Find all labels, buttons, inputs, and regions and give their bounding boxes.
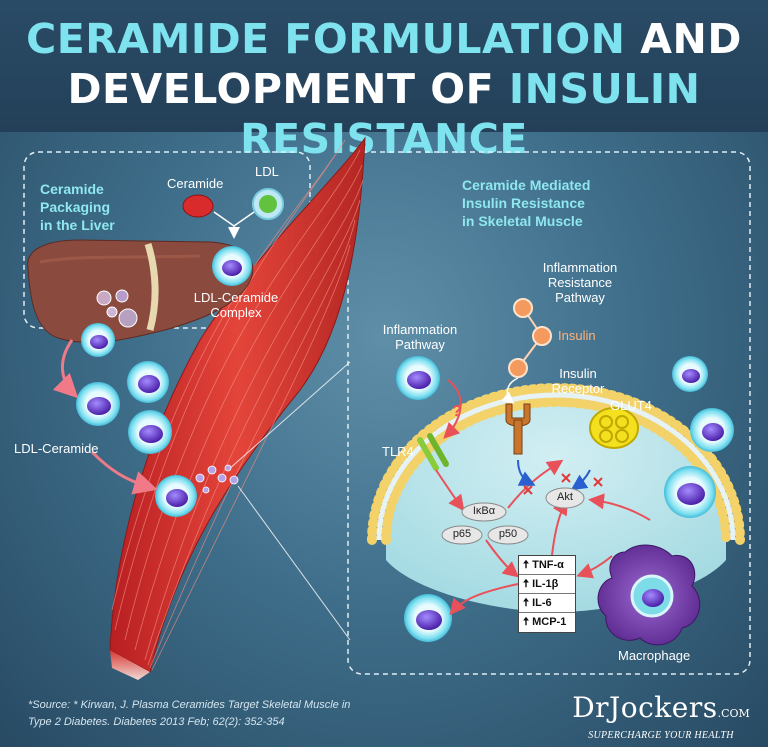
insulin-receptor [505,403,531,455]
insulin-receptor-line1: Insulin [559,366,597,381]
cytokine-il1b: IL-1β [532,578,559,590]
source-line1: *Source: * Kirwan, J. Plasma Ceramides T… [28,699,351,711]
up-arrow-icon: 🠅 [523,559,530,571]
inflammation-pathway-line1: Inflammation [382,322,458,337]
up-arrow-icon: 🠅 [523,616,530,628]
merge-arrow [213,211,255,236]
insulin-to-receptor-arrow [501,377,519,404]
source-line2: Type 2 Diabetes. Diabetes 2013 Feb; 62(2… [28,716,285,728]
small-particles-in-muscle [195,464,239,494]
inflammation-resistance-line3: Pathway [555,290,605,305]
muscle-panel-heading: Ceramide Mediated Insulin Resistance in … [462,176,622,230]
ceramide-molecule [182,194,214,218]
cytokine-row: 🠅 MCP-1 [519,613,575,631]
title-line2-lead: DEVELOPMENT OF [67,65,495,113]
muscle-panel-frame [347,151,751,675]
ikba-node [461,502,507,522]
cytokine-row: 🠅 IL-1β [519,575,575,594]
insulin-chain [508,298,552,378]
inflammation-pathway-cell [396,356,440,400]
glut4-transporter [589,407,639,449]
liver-panel-heading: Ceramide Packaging in the Liver [40,180,140,234]
cytokine-tnf: TNF-α [532,559,564,571]
cytokine-il6: IL-6 [532,597,552,609]
muscle-heading-line2: Insulin Resistance [462,195,585,211]
macrophage-label: Macrophage [618,648,691,663]
inflammation-pathway-label: Inflammation Pathway [372,322,468,352]
title-banner: CERAMIDE FORMULATION AND DEVELOPMENT OF … [0,0,768,163]
ikba-label: IκBα [472,505,496,517]
skeletal-muscle [109,136,366,680]
tlr4-label: TLR4 [382,444,414,459]
brand-name: DrJockers.COM [566,692,756,730]
ldl-ceramide-cells-right [404,356,734,642]
insulin-label: Insulin [558,328,596,343]
inflammation-resistance-line2: Resistance [547,275,613,290]
muscle-heading-line3: in Skeletal Muscle [462,213,583,229]
title-line2-highlight: INSULIN RESISTANCE [240,65,701,163]
zoom-line-top [227,361,351,471]
to-muscle-arrow [90,450,158,495]
title-line1-highlight: CERAMIDE FORMULATION [26,15,626,63]
p50-node [487,525,529,545]
akt-label: Akt [557,491,573,503]
complex-label-line2: Complex [210,305,262,320]
p65-node [441,525,483,545]
liver-heading-line3: in the Liver [40,217,115,233]
zoom-line-bottom [237,485,351,641]
p65-label: p65 [452,528,472,540]
signaling-arrows [435,459,651,616]
inflammation-to-tlr4-arrow [443,379,462,439]
ldl-ceramide-label: LDL-Ceramide [14,441,99,456]
question-mark: ? [452,403,462,420]
insulin-receptor-label: Insulin Receptor [538,366,618,396]
brand-tagline: SUPERCHARGE YOUR HEALTH [588,730,734,741]
up-arrow-icon: 🠅 [523,597,530,609]
complex-label-line1: LDL-Ceramide [193,290,279,305]
brand-name-text: DrJockers [572,691,718,724]
cytokine-mcp1: MCP-1 [532,616,567,628]
tlr4-receptor [417,433,449,471]
macrophage [597,544,701,646]
cytokine-row: 🠅 IL-6 [519,594,575,613]
ldl-label: LDL [255,164,279,179]
cytokine-box: 🠅 TNF-α 🠅 IL-1β 🠅 IL-6 🠅 MCP-1 [518,555,576,633]
ceramide-label: Ceramide [167,176,224,191]
inflammation-pathway-line2: Pathway [395,337,445,352]
inhibition-marks [523,473,603,495]
inflammation-resistance-line1: Inflammation [542,260,618,275]
brand-logo: DrJockers.COM SUPERCHARGE YOUR HEALTH [566,692,756,742]
p50-label: p50 [498,528,518,540]
inflammation-resistance-label: Inflammation Resistance Pathway [530,260,630,305]
liver-to-blood-arrow [52,339,79,399]
akt-node [545,487,585,509]
liver [27,239,254,344]
brand-suffix: .COM [717,707,750,720]
glut4-label: GLUT4 [610,398,652,413]
ldl-ceramide-cells-liver [76,323,197,517]
cytokine-row: 🠅 TNF-α [519,556,575,575]
ldl-ceramide-complex-cell [212,246,252,286]
title-line1-and: AND [640,15,742,63]
insulin-receptor-line2: Receptor [551,381,605,396]
up-arrow-icon: 🠅 [523,578,530,590]
source-citation: *Source: * Kirwan, J. Plasma Ceramides T… [28,697,398,731]
liver-heading-line1: Ceramide [40,181,104,197]
liver-heading-line2: Packaging [40,199,111,215]
page-title: CERAMIDE FORMULATION AND DEVELOPMENT OF … [0,0,768,164]
ldl-particle [252,188,284,220]
muscle-heading-line1: Ceramide Mediated [462,177,591,193]
complex-label: LDL-Ceramide Complex [186,290,286,320]
